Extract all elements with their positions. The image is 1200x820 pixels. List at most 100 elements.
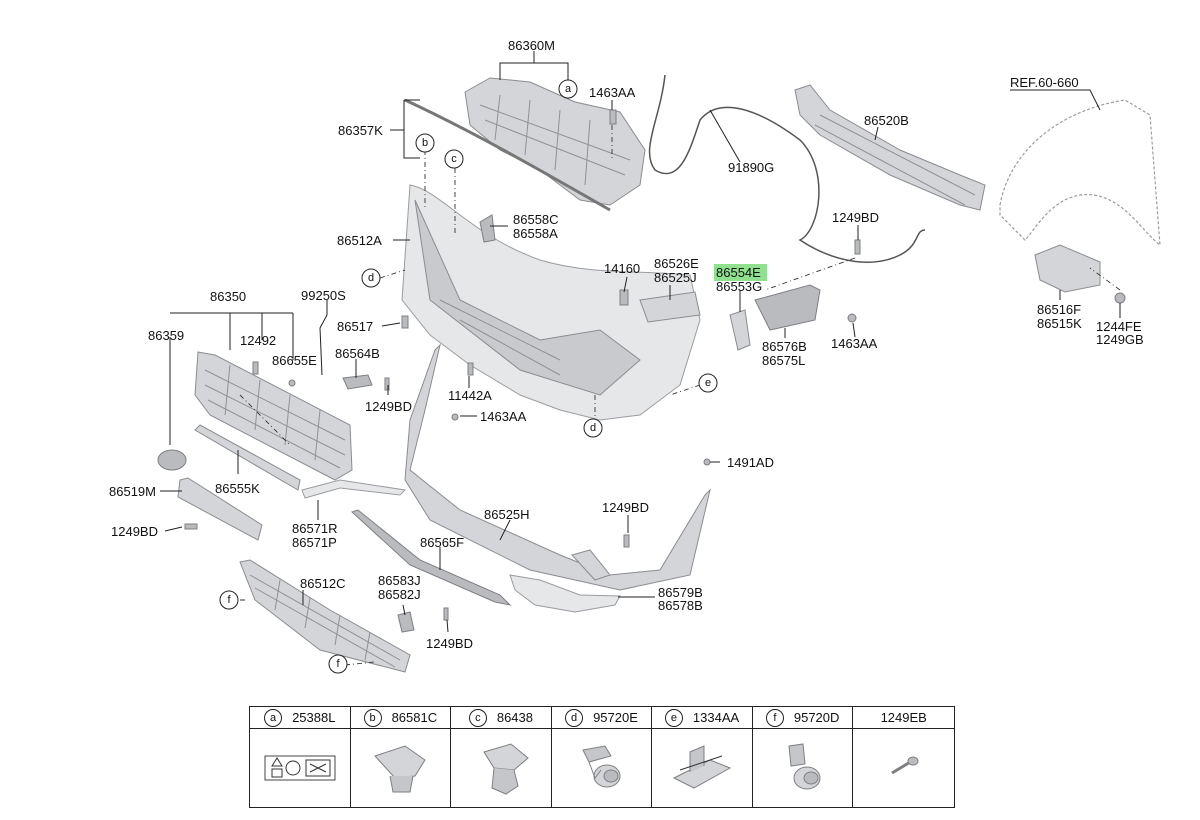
label-86359[interactable]: 86359 — [148, 328, 184, 343]
bumper-cover-part — [401, 184, 701, 421]
fender-part — [999, 99, 1161, 247]
label-86579B[interactable]: 86579B — [658, 585, 703, 600]
label-86576B[interactable]: 86576B — [762, 339, 807, 354]
legend-part-screw[interactable]: 1249EB — [880, 710, 927, 725]
label-86571R[interactable]: 86571R — [292, 521, 338, 536]
label-1463AA-top[interactable]: 1463AA — [589, 85, 636, 100]
label-12492[interactable]: 12492 — [240, 333, 276, 348]
label-86565F[interactable]: 86565F — [420, 535, 464, 550]
part-labels: 86360M 1463AA 91890G 86520B 86357K 86558… — [109, 38, 1144, 651]
legend-letter-d: d — [565, 708, 584, 727]
label-1249GB[interactable]: 1249GB — [1096, 332, 1144, 347]
label-99250S[interactable]: 99250S — [301, 288, 346, 303]
label-86555K[interactable]: 86555K — [215, 481, 260, 496]
legend-part-e[interactable]: 1334AA — [692, 710, 740, 725]
label-91890G[interactable]: 91890G — [728, 160, 774, 175]
label-1463AA-right[interactable]: 1463AA — [831, 336, 878, 351]
label-1491AD[interactable]: 1491AD — [727, 455, 774, 470]
legend-cell-b — [351, 729, 452, 807]
label-86578B[interactable]: 86578B — [658, 598, 703, 613]
svg-text:d: d — [368, 272, 374, 284]
label-1463AA-mid[interactable]: 1463AA — [480, 409, 527, 424]
label-86512C[interactable]: 86512C — [300, 576, 346, 591]
label-11442A[interactable]: 11442A — [448, 388, 492, 403]
sensor-icon — [582, 745, 621, 788]
label-86512A[interactable]: 86512A — [337, 233, 382, 248]
alignment-lines — [230, 125, 1121, 666]
legend-cell-screw — [853, 729, 954, 807]
skid-plate-86579B-part — [509, 574, 621, 613]
legend-letter-b: b — [363, 708, 382, 727]
legend-part-a[interactable]: 25388L — [292, 710, 336, 725]
label-86350[interactable]: 86350 — [210, 289, 246, 304]
legend-header-b: b 86581C — [350, 707, 452, 729]
legend-header-e: e 1334AA — [652, 707, 753, 729]
nut-clip-icon — [672, 745, 732, 789]
label-86583J[interactable]: 86583J — [378, 573, 421, 588]
legend-cell-d — [552, 729, 653, 807]
label-ref-60-660[interactable]: REF.60-660 — [1010, 75, 1079, 90]
callout-f-upper: f — [219, 590, 239, 610]
label-1249BD-left[interactable]: 1249BD — [111, 524, 158, 539]
label-86525J[interactable]: 86525J — [654, 270, 697, 285]
callout-c: c — [444, 149, 464, 169]
label-86357K[interactable]: 86357K — [338, 123, 383, 138]
legend-table: a 25388L b 86581C c 86438 d 95720E e 133… — [249, 706, 955, 808]
label-86571P[interactable]: 86571P — [292, 535, 337, 550]
label-1244FE[interactable]: 1244FE — [1096, 319, 1142, 334]
label-86519M[interactable]: 86519M — [109, 484, 156, 499]
label-86526E[interactable]: 86526E — [654, 256, 699, 271]
seal-strip-part — [404, 98, 611, 212]
legend-cell-a — [250, 729, 351, 807]
callout-b: b — [415, 133, 435, 153]
clip-14160-part — [619, 289, 629, 306]
legend-letter-c: c — [468, 708, 487, 727]
lower-grille-part — [239, 559, 411, 673]
callout-e: e — [698, 373, 718, 393]
label-86558C[interactable]: 86558C — [513, 212, 559, 227]
label-86655E[interactable]: 86655E — [272, 353, 317, 368]
molding-86571R-part — [301, 479, 407, 499]
label-86517[interactable]: 86517 — [337, 319, 373, 334]
sensor-icon — [788, 743, 821, 790]
callout-d-upper: d — [361, 268, 381, 288]
legend-header-c: c 86438 — [451, 707, 552, 729]
svg-text:b: b — [422, 137, 428, 149]
label-86554E[interactable]: 86554E — [716, 265, 761, 280]
legend-part-d[interactable]: 95720E — [593, 710, 638, 725]
label-86520B[interactable]: 86520B — [864, 113, 909, 128]
callout-f-lower: f — [328, 654, 348, 674]
clip-icon — [483, 743, 529, 795]
upper-support-panel-part — [464, 77, 646, 206]
bolt-1244FE-part — [1114, 292, 1126, 304]
label-86558A[interactable]: 86558A — [513, 226, 558, 241]
molding-86555K-part — [194, 424, 301, 491]
center-bracket-part — [479, 214, 496, 243]
fasteners — [184, 109, 861, 621]
legend-cell-f — [753, 729, 854, 807]
label-1249BD-upper[interactable]: 1249BD — [832, 210, 879, 225]
legend-letter-f: f — [765, 708, 784, 727]
label-86516F[interactable]: 86516F — [1037, 302, 1081, 317]
label-86525H[interactable]: 86525H — [484, 507, 530, 522]
label-14160[interactable]: 14160 — [604, 261, 640, 276]
plate-86519M-part — [177, 477, 263, 541]
legend-part-b[interactable]: 86581C — [391, 710, 438, 725]
label-86564B[interactable]: 86564B — [335, 346, 380, 361]
label-86582J[interactable]: 86582J — [378, 587, 421, 602]
label-1249BD-mid[interactable]: 1249BD — [365, 399, 412, 414]
svg-text:f: f — [227, 594, 231, 606]
legend-header-a: a 25388L — [250, 707, 351, 729]
wiring-harness-part — [648, 74, 926, 263]
label-1249BD-lower[interactable]: 1249BD — [602, 500, 649, 515]
warning-label-icon — [264, 755, 336, 781]
legend-part-c[interactable]: 86438 — [496, 710, 533, 725]
label-86553G[interactable]: 86553G — [716, 279, 762, 294]
label-86360M[interactable]: 86360M — [508, 38, 555, 53]
label-86575L[interactable]: 86575L — [762, 353, 805, 368]
legend-cell-c — [451, 729, 552, 807]
svg-text:c: c — [451, 153, 457, 165]
label-86515K[interactable]: 86515K — [1037, 316, 1082, 331]
label-1249BD-bottom[interactable]: 1249BD — [426, 636, 473, 651]
legend-part-f[interactable]: 95720D — [793, 710, 840, 725]
